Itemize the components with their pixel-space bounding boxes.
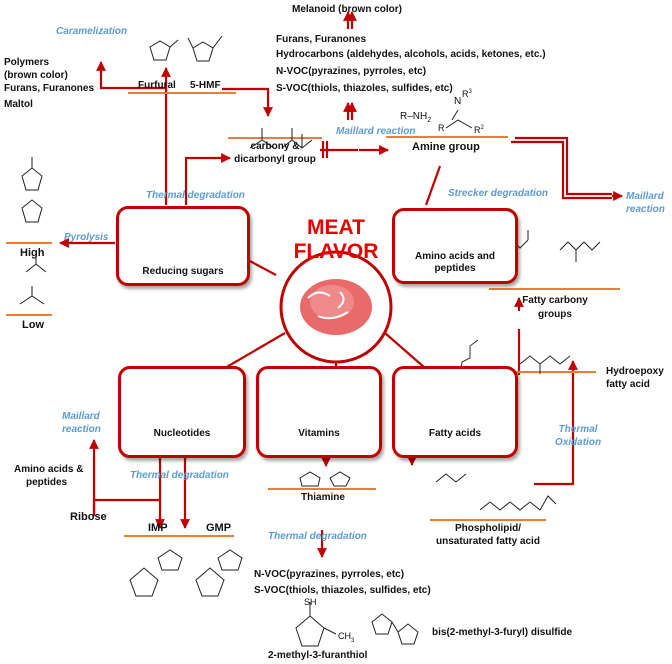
- thiamine-molecule: [299, 471, 321, 487]
- arrow-hmf-carbonyl: [222, 87, 273, 117]
- maillard-left-1: Maillard: [62, 411, 100, 422]
- pyrolysis-furan: [21, 199, 43, 223]
- hydroepoxy-2: fatty acid: [606, 379, 650, 390]
- spoke-fatty: [384, 332, 426, 369]
- diagram-title: MEAT FLAVOR: [286, 216, 386, 264]
- thermal-degradation-2: Thermal degradation: [130, 470, 229, 481]
- link-strecker: [424, 165, 442, 206]
- vitamins-box: Vitamins: [256, 366, 382, 458]
- thermal-degradation-3: Thermal degradation: [268, 531, 367, 542]
- imp-molecule: [129, 567, 159, 597]
- thiamine-label: Thiamine: [301, 492, 345, 503]
- carbonyl-label-1: carbony &: [250, 141, 300, 152]
- polymers-line-4: Maltol: [4, 99, 33, 110]
- amino-peptides-2: peptides: [26, 477, 68, 488]
- reducing-sugars-box: Reducing sugars: [116, 206, 250, 286]
- thermal-oxidation-1: Thermal: [558, 424, 598, 435]
- furfural-molecule: [149, 40, 171, 61]
- maillard-top-process: Maillard reaction: [336, 126, 416, 137]
- spoke-nucleotides: [224, 332, 286, 369]
- maillard-right-1: Maillard: [626, 191, 664, 202]
- title-line-2: FLAVOR: [293, 240, 379, 263]
- pyrolysis-process: Pyrolysis: [64, 232, 109, 243]
- amino-peptides-1: Amino acids &: [14, 464, 84, 475]
- amine-r2: R2: [474, 125, 484, 135]
- disulfide-molecule: [371, 613, 393, 635]
- pyrolysis-furanone: [21, 167, 43, 191]
- maillard-right-2: reaction: [626, 204, 665, 215]
- hydroepoxy-molecule: [519, 355, 571, 365]
- carbonyl-label-2: dicarbonyl group: [234, 154, 316, 165]
- phospholipid-1: Phospholipid/: [454, 523, 522, 534]
- amino-acids-box: Amino acids and peptides: [392, 208, 518, 284]
- gmp-label: GMP: [206, 522, 232, 534]
- vitamins-label: Vitamins: [298, 428, 340, 439]
- strecker-process: Strecker degradation: [448, 188, 549, 199]
- nvoc-label: N-VOC(pyrazines, pyrroles, etc): [276, 66, 427, 77]
- hydroepoxy-1: Hydroepoxy: [606, 366, 664, 377]
- hmf-molecule: [192, 41, 214, 62]
- pyrolysis-low: Low: [22, 319, 44, 331]
- amine-r1: R: [438, 123, 445, 133]
- imp-label: IMP: [148, 522, 168, 534]
- caramelization-process: Caramelization: [56, 26, 128, 37]
- fatty-carbonyl-1: Fatty carbony: [522, 295, 588, 306]
- reducing-sugars-label: Reducing sugars: [142, 266, 224, 277]
- melanoid-label: Melanoid (brown color): [292, 4, 402, 15]
- maillard-left-2: reaction: [62, 424, 101, 435]
- pyrolysis-high: High: [20, 247, 45, 259]
- fatty-carbonyl-2: groups: [538, 309, 572, 320]
- fatty-acid-molecule: [559, 241, 601, 251]
- nucleotides-box: Nucleotides: [118, 366, 246, 458]
- amine-n: N: [454, 96, 462, 107]
- furanthiol-ch3: CH3: [338, 631, 355, 644]
- disulfide-label: bis(2-methyl-3-furyl) disulfide: [432, 627, 573, 638]
- phospholipid-2: unsaturated fatty acid: [436, 536, 540, 547]
- amine-r3: R3: [462, 89, 472, 99]
- furanthiol-label: 2-methyl-3-furanthiol: [268, 650, 368, 661]
- furanthiol-sh: SH: [304, 597, 317, 607]
- furfural-label: Furfural: [138, 80, 176, 91]
- amine-molecule: [451, 109, 459, 121]
- polymers-line-3: Furans, Furanones: [4, 83, 95, 94]
- thermal-oxidation-2: Oxidation: [554, 437, 602, 448]
- arrow-to-polymers: [96, 61, 166, 90]
- ribose-label: Ribose: [70, 511, 107, 523]
- amine-group-label: Amine group: [412, 141, 480, 153]
- phospholipid-head: [435, 473, 467, 483]
- title-line-1: MEAT: [307, 216, 365, 239]
- furans-label: Furans, Furanones: [276, 34, 367, 45]
- amine-formula: R–NH2: [400, 111, 432, 124]
- fatty-acids-label: Fatty acids: [428, 428, 482, 439]
- thiamine-svoc: S-VOC(thiols, thiazoles, sulfides, etc): [254, 585, 431, 596]
- gmp-molecule: [195, 567, 225, 597]
- polymers-line-2: (brown color): [4, 70, 68, 81]
- furanthiol-molecule: [295, 615, 325, 647]
- thiamine-nvoc: N-VOC(pyrazines, pyrroles, etc): [254, 569, 405, 580]
- meat-icon: [279, 250, 393, 364]
- polymers-line-1: Polymers: [4, 57, 50, 68]
- hydrocarbons-label: Hydrocarbons (aldehydes, alcohols, acids…: [276, 49, 546, 60]
- double-line-maillard-right: [515, 136, 612, 196]
- thermal-degradation-1: Thermal degradation: [146, 190, 245, 201]
- hmf-label: 5-HMF: [190, 80, 221, 91]
- nucleotides-label: Nucleotides: [153, 428, 211, 439]
- arrow-sugars-carbonyl: [184, 153, 231, 205]
- arrow-oxidation: [534, 372, 575, 486]
- fatty-acids-box: Fatty acids: [392, 366, 518, 458]
- phospholipid-tail: [479, 495, 557, 511]
- svoc-label: S-VOC(thiols, thiazoles, sulfides, etc): [276, 83, 453, 94]
- spoke-sugars: [247, 259, 277, 276]
- pyrolysis-aldehyde: [25, 263, 47, 273]
- pyrolysis-ketone: [19, 295, 45, 305]
- amino-acids-label: Amino acids and peptides: [414, 251, 495, 274]
